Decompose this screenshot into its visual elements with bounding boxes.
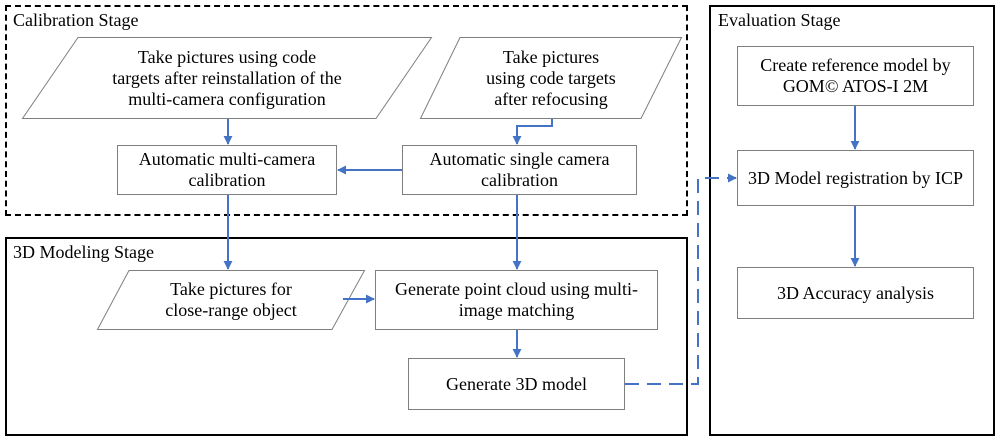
accuracy-analysis-node: 3D Accuracy analysis: [737, 267, 974, 319]
take-pictures-object-node: Take pictures for close-range object: [96, 270, 366, 330]
node-text-line: targets after reinstallation of the: [112, 67, 342, 88]
modeling-stage-title: 3D Modeling Stage: [13, 242, 154, 262]
take-pictures-reinstall-label: Take pictures using code targets after r…: [22, 37, 432, 119]
single-camera-calibration-node: Automatic single camera calibration: [402, 145, 637, 195]
node-text-line: Create reference model by: [760, 55, 951, 75]
node-text-line: Generate 3D model: [446, 373, 587, 394]
arrow-refocus-to-single-calibration: [512, 119, 553, 145]
node-text-line: image matching: [458, 300, 575, 320]
arrow-3d-model-to-registration: [625, 173, 737, 385]
generate-3d-model-node: Generate 3D model: [408, 358, 625, 410]
node-text-line: close-range object: [165, 300, 297, 320]
calibration-stage-title: Calibration Stage: [13, 10, 139, 30]
node-text-line: Automatic single camera: [429, 149, 610, 169]
take-pictures-refocus-label: Take pictures using code targets after r…: [420, 37, 682, 119]
node-text-line: 3D Model registration by ICP: [748, 167, 963, 188]
model-registration-node: 3D Model registration by ICP: [737, 150, 974, 206]
take-pictures-reinstall-node: Take pictures using code targets after r…: [21, 37, 433, 119]
node-text-line: after refocusing: [494, 88, 608, 109]
evaluation-stage-title: Evaluation Stage: [718, 10, 841, 30]
node-text-line: calibration: [188, 170, 266, 190]
evaluation-stage: [709, 5, 995, 436]
node-text-line: multi-camera configuration: [128, 88, 326, 109]
node-text-line: calibration: [481, 170, 558, 190]
node-text-line: Automatic multi-camera: [138, 149, 316, 169]
node-text-line: Generate point cloud using multi-: [395, 279, 638, 299]
node-text-line: GOM© ATOS-I 2M: [782, 76, 929, 96]
take-pictures-object-label: Take pictures for close-range object: [97, 270, 365, 330]
node-text-line: using code targets: [486, 67, 616, 88]
node-text-line: 3D Accuracy analysis: [777, 282, 934, 303]
node-text-line: Take pictures using code: [137, 46, 317, 67]
calibration-stage: [5, 5, 688, 216]
node-text-line: Take pictures for: [170, 279, 292, 299]
generate-point-cloud-node: Generate point cloud using multi- image …: [375, 270, 658, 330]
create-reference-model-node: Create reference model by GOM© ATOS-I 2M: [737, 46, 974, 106]
multi-camera-calibration-node: Automatic multi-camera calibration: [117, 145, 337, 195]
take-pictures-refocus-node: Take pictures using code targets after r…: [419, 37, 683, 119]
parallelogram-shape: [96, 270, 366, 330]
modeling-stage: [5, 237, 688, 436]
parallelogram-shape: [419, 37, 683, 119]
node-text-line: Take pictures: [502, 46, 600, 67]
parallelogram-shape: [21, 37, 433, 119]
